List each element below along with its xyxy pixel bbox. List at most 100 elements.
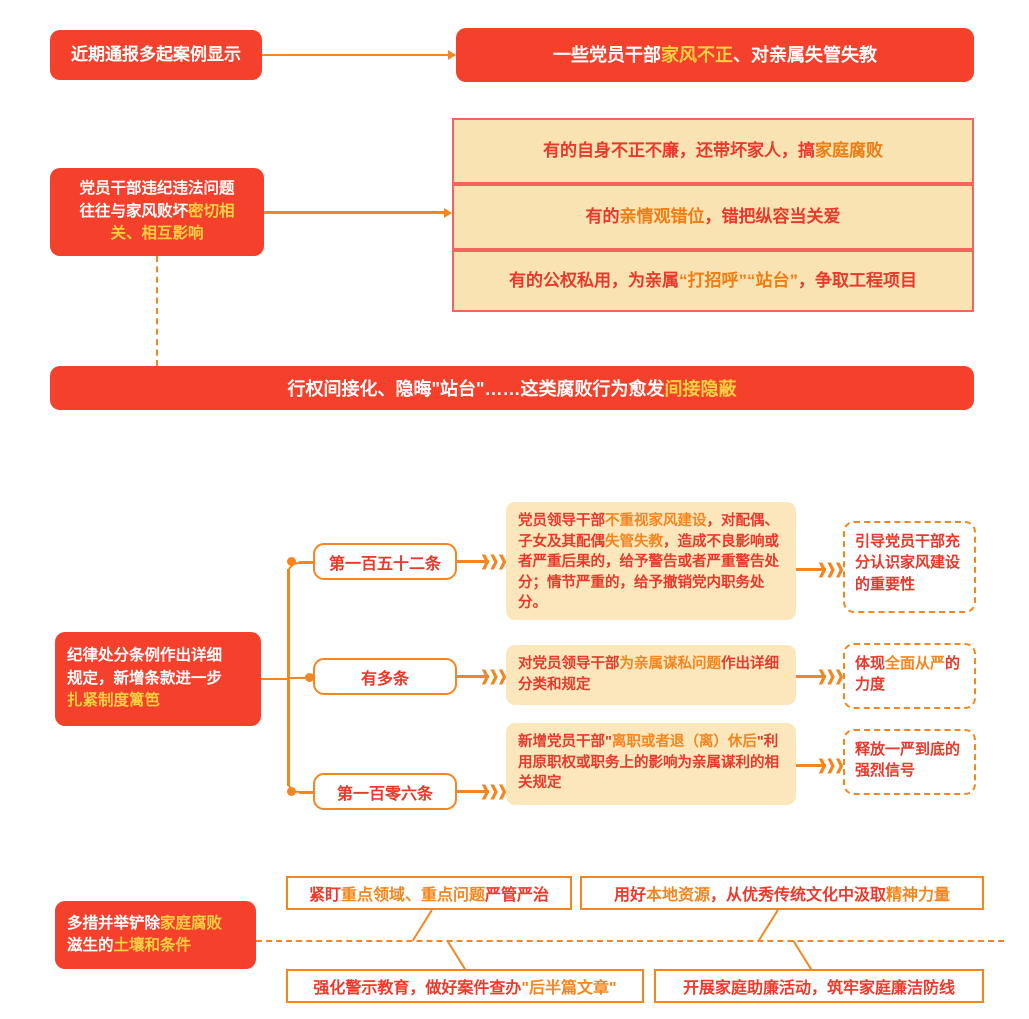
outcome-box-3-text: 释放一严到底的强烈信号 — [855, 741, 960, 779]
measures-root-text: 多措并举铲除家庭腐败 滋生的土壤和条件 — [67, 913, 222, 958]
detail-box-2: 对党员领导干部为亲属谋私问题作出详细分类和规定 — [506, 645, 796, 705]
cause-item-2-highlight: 亲情观错位 — [619, 207, 705, 227]
summary-pre: 行权间接化、隐晦"站台"……这类腐败行为愈发 — [287, 379, 665, 399]
triple-chevron-icon-5: ❱❱❱ — [816, 668, 846, 685]
d3-seg-2: "利用原职权或职务上的影响为亲属谋利的相关规定 — [518, 734, 779, 792]
m-root-line-1: 多措并举铲除 — [67, 914, 161, 932]
headline-highlight: 家风不正 — [661, 44, 733, 65]
detail-box-3: 新增党员干部"离职或者退（离）休后"利用原职权或职务上的影响为亲属谋利的相关规定 — [506, 723, 796, 805]
d2-seg-2: 作出详细分类和规定 — [518, 656, 779, 693]
measure-box-3: 强化警示教育，做好案件查办"后半篇文章" — [286, 969, 644, 1003]
cause-line-2: 往往与家风败坏 — [79, 202, 188, 220]
d1-seg-1: 不重视家风建设 — [605, 513, 707, 529]
triple-chevron-icon-2: ❱❱❱ — [479, 668, 509, 685]
triple-chevron-icon-6: ❱❱❱ — [816, 757, 846, 774]
article-pill-1-label: 第一百五十二条 — [328, 555, 441, 573]
m-root-line-2-highlight: 土壤和条件 — [113, 937, 192, 954]
o2-seg-0: 体现 — [855, 655, 886, 672]
summary-bar-text: 行权间接化、隐晦"站台"……这类腐败行为愈发间接隐蔽 — [287, 375, 736, 401]
o2-seg-2: 的力度 — [855, 655, 961, 694]
source-label-text: 近期通报多起案例显示 — [71, 44, 241, 64]
d3-seg-1: 离职或者退（离）休后 — [611, 734, 757, 750]
cause-item-3: 有的公权私用，为亲属“打招呼”“站台”，争取工程项目 — [452, 250, 974, 312]
outcome-box-1: 引导党员干部充分认识家风建设的重要性 — [843, 521, 976, 613]
measures-root-box: 多措并举铲除家庭腐败 滋生的土壤和条件 — [55, 901, 256, 969]
regulation-root-text: 纪律处分条例作出详细 规定，新增条款进一步 扎紧制度篱笆 — [67, 645, 222, 712]
pill-detail-connector-1 — [457, 560, 489, 563]
cause-item-2-pre: 有的 — [585, 207, 620, 227]
measure-box-2: 用好本地资源，从优秀传统文化中汲取精神力量 — [580, 876, 984, 910]
triple-chevron-icon-3: ❱❱❱ — [479, 783, 509, 800]
reg-branch-line-1 — [299, 561, 313, 564]
m-root-line-2: 滋生的 — [67, 937, 114, 954]
triple-chevron-icon-1: ❱❱❱ — [479, 553, 509, 570]
measure-stub-3 — [758, 909, 779, 942]
m3-seg-1: "后半篇文章" — [521, 980, 617, 997]
measure-box-4: 开展家庭助廉活动，筑牢家庭廉洁防线 — [654, 969, 984, 1003]
m2-seg-2: ，从优秀传统文化中汲取 — [710, 887, 887, 904]
headline-pre: 一些党员干部 — [553, 44, 661, 65]
headline-box: 一些党员干部家风不正、对亲属失管失教 — [456, 28, 974, 82]
m1-seg-1: 重点领域、重点问题 — [340, 887, 485, 904]
article-pill-1[interactable]: 第一百五十二条 — [313, 543, 457, 580]
cause-line-2-highlight: 密切相 — [188, 202, 235, 220]
cause-item-2-post: ，错把纵容当关爱 — [704, 207, 841, 227]
node-dot-icon-3 — [287, 787, 296, 796]
detail-box-1-text: 党员领导干部不重视家风建设，对配偶、子女及其配偶失管失教，造成不良影响或者严重后… — [518, 513, 779, 611]
reg-root-line-2: 规定，新增条款进一步 — [67, 669, 223, 687]
d2-seg-0: 对党员领导干部 — [518, 656, 620, 672]
summary-bar: 行权间接化、隐晦"站台"……这类腐败行为愈发间接隐蔽 — [50, 366, 974, 410]
cause-text: 党员干部违纪违法问题 往往与家风败坏密切相 关、相互影响 — [79, 178, 234, 245]
m4-seg-0: 开展家庭助廉活动，筑牢家庭廉洁防线 — [682, 980, 955, 997]
regulation-root-box: 纪律处分条例作出详细 规定，新增条款进一步 扎紧制度篱笆 — [55, 632, 261, 726]
outcome-box-2: 体现全面从严的力度 — [843, 643, 976, 709]
detail-outcome-connector-2 — [796, 675, 826, 678]
m1-seg-2: 严管严治 — [485, 887, 550, 904]
cause-item-3-pre: 有的公权私用，为亲属 — [509, 271, 679, 291]
pill-detail-connector-3 — [457, 790, 489, 793]
cause-item-3-highlight: “打招呼”“站台” — [679, 271, 798, 291]
m2-seg-0: 用好 — [613, 887, 646, 904]
reg-branch-line-2 — [287, 676, 313, 679]
d1-seg-0: 党员领导干部 — [518, 513, 605, 529]
detail-box-1: 党员领导干部不重视家风建设，对配偶、子女及其配偶失管失教，造成不良影响或者严重后… — [506, 502, 796, 620]
measures-spine — [256, 940, 1004, 942]
m2-seg-1: 本地资源 — [645, 887, 710, 904]
detail-outcome-connector-1 — [796, 568, 826, 571]
source-label-box: 近期通报多起案例显示 — [50, 30, 262, 80]
dashed-connector-s2 — [156, 256, 158, 366]
m2-seg-3: 精神力量 — [886, 887, 951, 904]
arrow-right-icon-2 — [444, 207, 452, 218]
d3-seg-0: 新增党员干部" — [518, 734, 612, 750]
d1-seg-2: ，对配偶、子女及其配偶 — [518, 513, 779, 550]
measure-box-1: 紧盯重点领域、重点问题严管严治 — [286, 876, 572, 910]
triple-chevron-icon-4: ❱❱❱ — [816, 561, 846, 578]
cause-item-1-highlight: 家庭腐败 — [815, 141, 883, 161]
o2-seg-1: 全面从严 — [885, 655, 946, 672]
measure-stub-4 — [792, 940, 814, 972]
article-pill-2-label: 有多条 — [360, 670, 409, 688]
headline-text: 一些党员干部家风不正、对亲属失管失教 — [553, 42, 877, 68]
cause-item-2-text: 有的亲情观错位，错把纵容当关爱 — [586, 204, 841, 230]
cause-item-1-pre: 有的自身不正不廉，还带坏家人，搞 — [543, 141, 815, 161]
connector-s1 — [262, 53, 448, 56]
article-pill-2[interactable]: 有多条 — [313, 658, 457, 695]
node-dot-icon-1 — [287, 557, 296, 566]
reg-branch-line-3 — [299, 791, 313, 794]
cause-line-3-highlight: 关、相互影响 — [110, 225, 204, 243]
article-pill-3[interactable]: 第一百零六条 — [313, 773, 457, 810]
reg-root-line-3-highlight: 扎紧制度篱笆 — [67, 692, 161, 710]
o1-seg-0: 引导党员干部充分认识家风建设的重要性 — [855, 533, 961, 593]
detail-box-3-text: 新增党员干部"离职或者退（离）休后"利用原职权或职务上的影响为亲属谋利的相关规定 — [518, 734, 779, 791]
d2-seg-1: 为亲属谋私问题 — [619, 656, 722, 672]
m1-seg-0: 紧盯 — [308, 887, 341, 904]
outcome-box-1-text: 引导党员干部充分认识家风建设的重要性 — [855, 533, 960, 593]
cause-item-3-text: 有的公权私用，为亲属“打招呼”“站台”，争取工程项目 — [509, 268, 917, 294]
cause-item-1-text: 有的自身不正不廉，还带坏家人，搞家庭腐败 — [543, 138, 883, 164]
d1-seg-3: 失管失教 — [605, 533, 663, 550]
cause-item-3-post: ，争取工程项目 — [798, 271, 917, 291]
detail-box-2-text: 对党员领导干部为亲属谋私问题作出详细分类和规定 — [518, 656, 779, 693]
measure-stub-2 — [446, 940, 468, 972]
m-root-line-1-highlight: 家庭腐败 — [160, 914, 223, 932]
